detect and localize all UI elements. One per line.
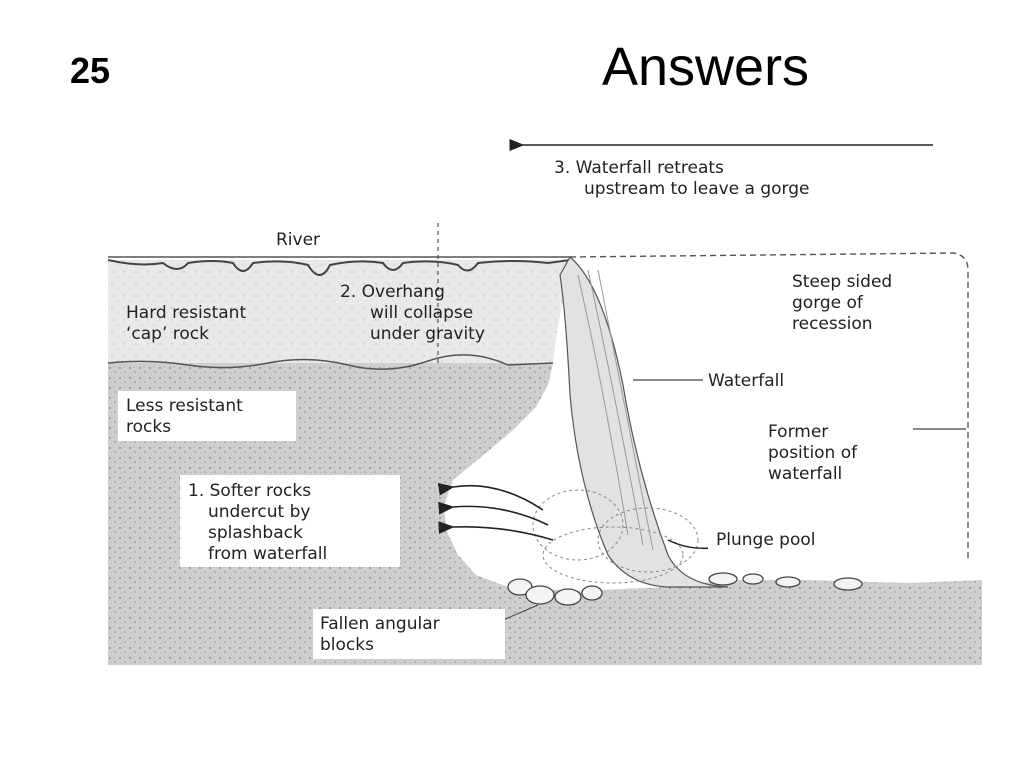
less-resistant-rock [108,363,982,665]
less-resistant-label: Less resistant rocks [126,396,248,437]
cap-rock-layer [108,260,570,363]
fallen-blocks-label: Fallen angular blocks [320,614,445,655]
waterfall-streaks [577,269,654,551]
waterfall-label: Waterfall [708,371,784,391]
step1-label: 1. Softer rocks undercut by splashback f… [188,481,327,564]
splashback-arrows [437,482,554,541]
plunge-pool-label-bg [708,525,868,553]
less-resistant-label-bg [118,391,296,441]
waterfall-diagram-svg: 3. Waterfall retreats upstream to leave … [108,139,982,665]
step3-label: 3. Waterfall retreats upstream to leave … [554,158,810,199]
fallen-blocks-leader [502,604,539,621]
step2-label: 2. Overhang will collapse under gravity [340,282,485,344]
slide-title: Answers [602,37,810,97]
cap-rock-bottom-edge [108,354,554,370]
waterfall-diagram: 3. Waterfall retreats upstream to leave … [108,135,982,665]
river-surface [108,259,571,276]
cap-rock-label: Hard resistant ‘cap’ rock [126,303,252,344]
step1-label-bg [180,475,400,567]
waterfall-curtain [559,256,729,588]
former-gorge-outline [569,252,969,560]
gorge-label: Steep sided gorge of recession [792,272,898,334]
plunge-pool-label: Plunge pool [716,530,816,550]
river-label: River [276,230,320,250]
slide-number: 25 [70,50,111,91]
former-position-label: Former position of waterfall [768,422,863,484]
fallen-blocks-label-bg [313,609,505,659]
fallen-blocks [507,572,863,606]
plunge-pool-swirls [532,489,699,584]
